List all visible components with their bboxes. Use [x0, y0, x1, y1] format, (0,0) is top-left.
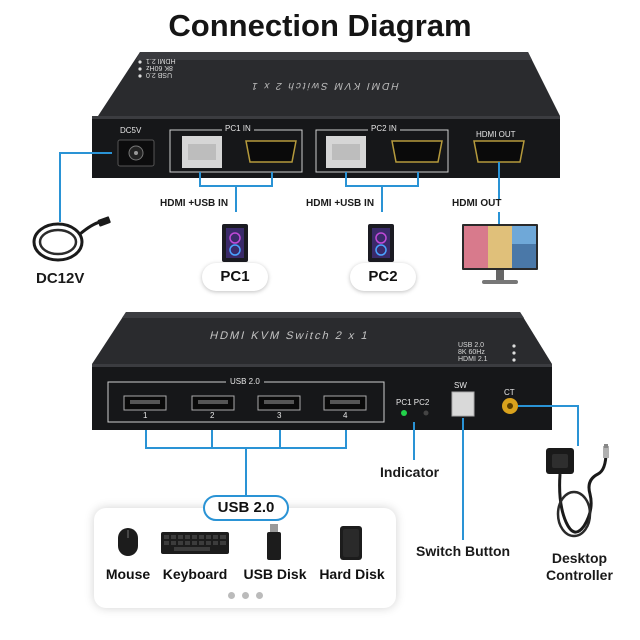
usb-disk-icon: [267, 524, 281, 560]
usb-port-4-label: 4: [343, 411, 348, 420]
hard-disk-icon: [340, 526, 362, 560]
pc1-cable-label: HDMI +USB IN: [160, 198, 229, 209]
device-label-usb-disk: USB Disk: [243, 566, 307, 582]
sw-label: SW: [454, 381, 467, 390]
keyboard-icon: [161, 532, 229, 554]
bottom-badge-2: 8K 60Hz: [458, 349, 485, 356]
indicator-callout: Indicator: [380, 464, 440, 480]
hdmi-out-port-label: HDMI OUT: [476, 130, 516, 139]
switch-button-callout: Switch Button: [416, 543, 511, 559]
pc1-badge: PC1: [202, 263, 268, 291]
usb-group-label: USB 2.0: [226, 377, 264, 386]
mouse-icon: [118, 528, 138, 556]
power-label: DC12V: [36, 270, 85, 287]
usb-port-3-label: 3: [277, 411, 282, 420]
pc2-tower-icon: [368, 224, 394, 262]
controller-callout: Desktop Controller: [546, 550, 613, 583]
pc2-badge: PC2: [350, 263, 416, 291]
bottom-badge-1: USB 2.0: [458, 342, 485, 349]
device-label-keyboard: Keyboard: [162, 566, 228, 582]
usb-panel-label: USB 2.0: [203, 495, 289, 521]
ct-label: CT: [504, 388, 515, 397]
pc1-port-label: PC1 IN: [222, 124, 254, 133]
carousel-dot-1[interactable]: [228, 592, 235, 599]
page-title: Connection Diagram: [168, 8, 472, 43]
indicator-port-labels: PC1 PC2: [396, 398, 430, 407]
desktop-controller-icon: [546, 444, 609, 538]
device-label-hard-disk: Hard Disk: [319, 566, 385, 582]
pc2-port-label: PC2 IN: [368, 124, 400, 133]
bottom-badge-3: HDMI 2.1: [458, 356, 488, 363]
device-label-mouse: Mouse: [105, 566, 151, 582]
monitor-icon: [462, 224, 538, 284]
usb-port-1-label: 1: [143, 411, 148, 420]
dc-port-label: DC5V: [120, 126, 142, 135]
pc1-tower-icon: [222, 224, 248, 262]
power-cable-icon: [32, 216, 111, 262]
carousel-dot-2[interactable]: [242, 592, 249, 599]
bottom-model-label: HDMI KVM Switch 2 x 1: [208, 330, 371, 342]
carousel-dot-3[interactable]: [256, 592, 263, 599]
top-kvm-switch: [92, 52, 560, 178]
pc2-cable-label: HDMI +USB IN: [306, 198, 375, 209]
usb-port-2-label: 2: [210, 411, 215, 420]
out-cable-label: HDMI OUT: [452, 198, 502, 209]
